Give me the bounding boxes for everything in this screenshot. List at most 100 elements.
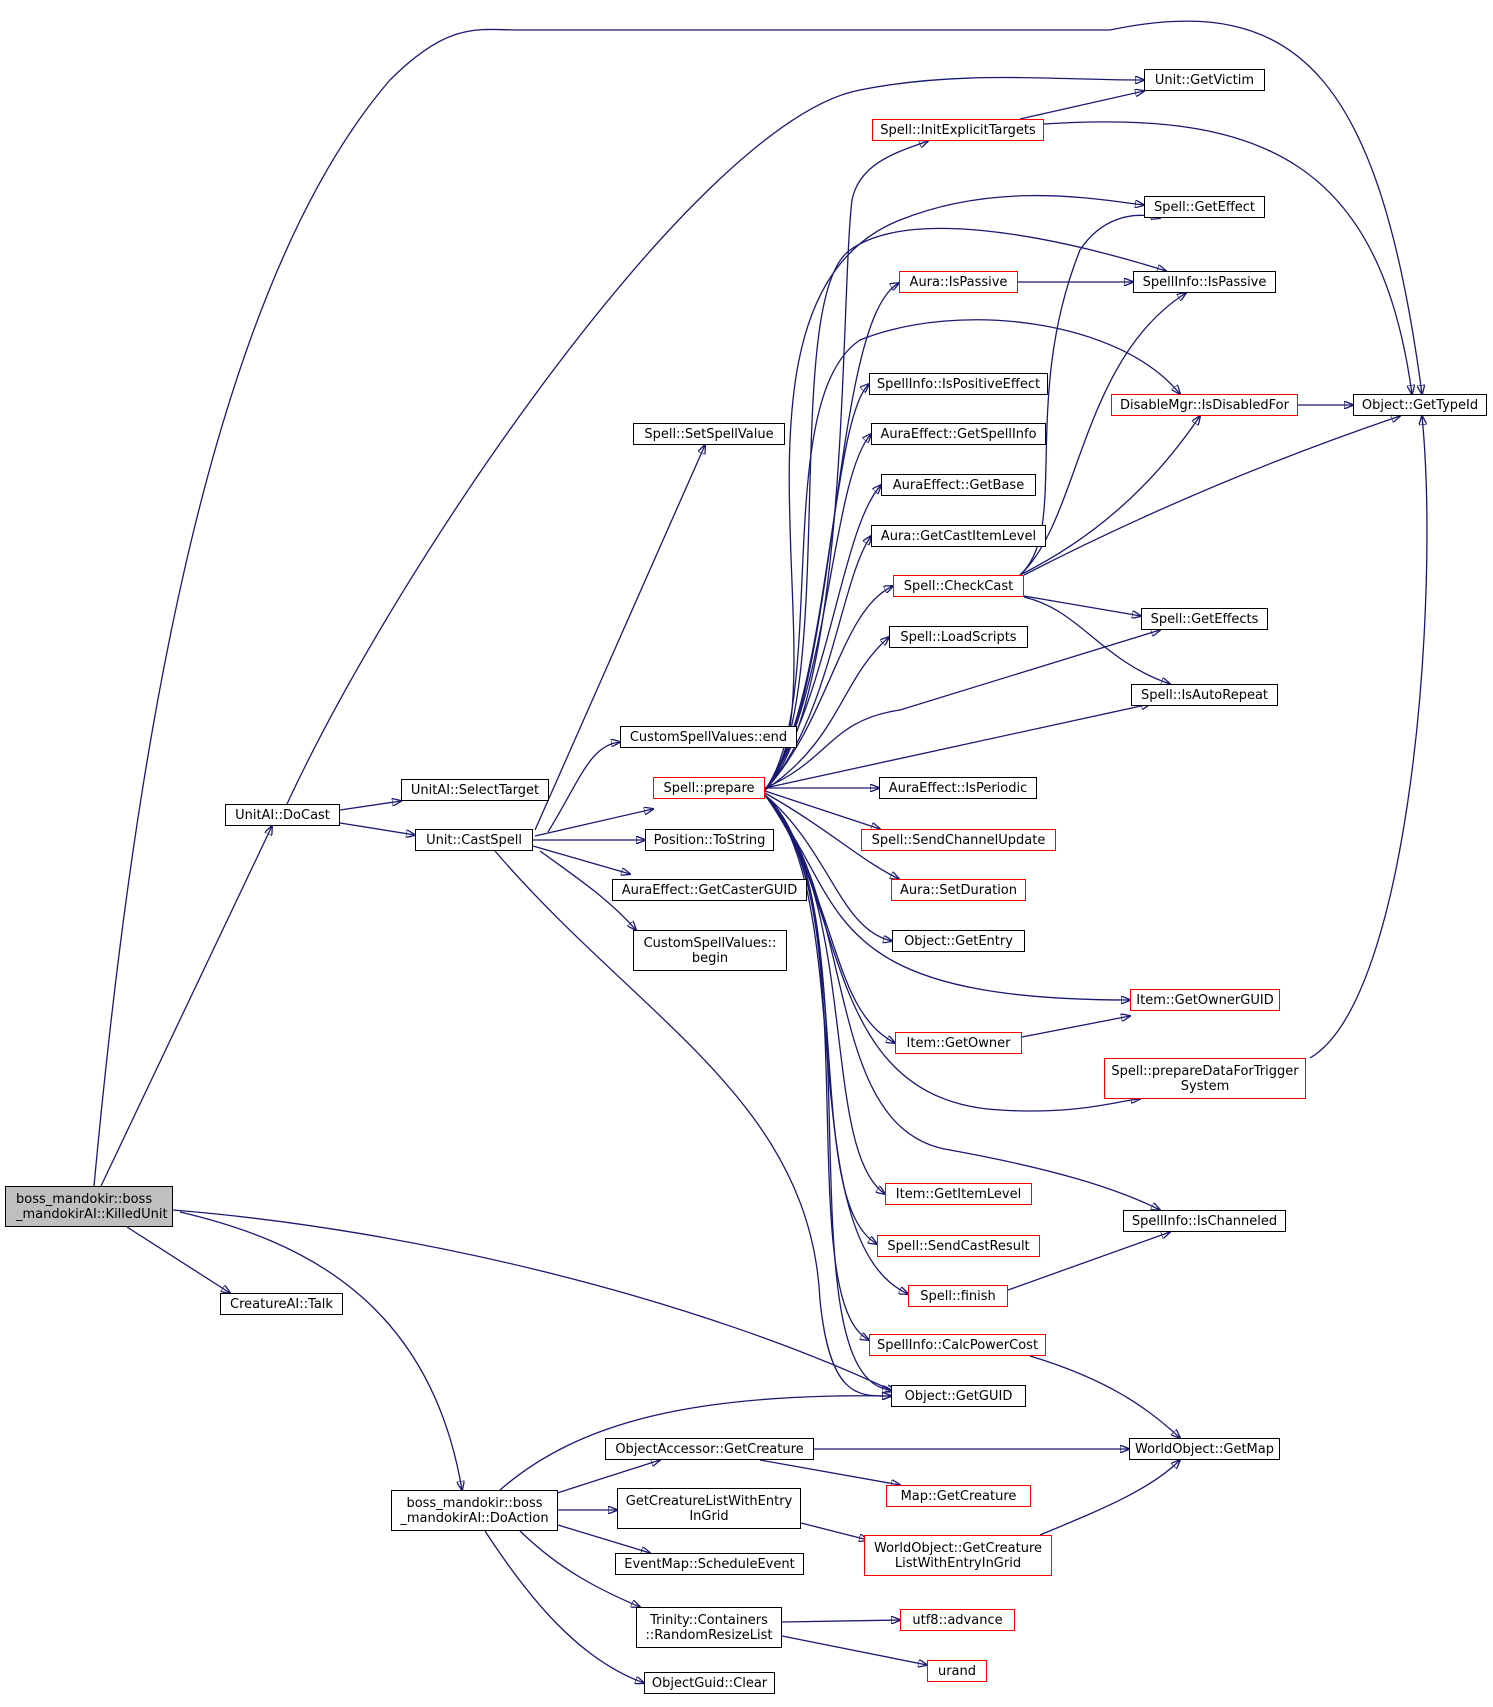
node-spell-setspellvalue[interactable]: Spell::SetSpellValue: [633, 423, 785, 445]
node-item-getowner[interactable]: Item::GetOwner: [895, 1032, 1022, 1054]
edge-initexplicittargets-to-getvictim: [1019, 91, 1144, 120]
edge-prepare-to-spellinfo-ispassive: [764, 227, 1166, 791]
edge-preparedatafortriggersystem-to-gettypeid: [1309, 416, 1428, 1059]
edge-prepare-to-ischanneled: [764, 794, 1160, 1210]
edge-castspell-to-end: [547, 742, 620, 833]
edge-killed-to-gettypeid: [93, 20, 1422, 1187]
edge-prepare-to-checkcast: [764, 586, 893, 791]
node-customspellvalues-end[interactable]: CustomSpellValues::end: [620, 726, 797, 748]
node-aura-setduration[interactable]: Aura::SetDuration: [891, 879, 1026, 901]
edge-prepare-to-loadscripts: [764, 637, 889, 791]
node-getcreaturelistwithentryingrid[interactable]: GetCreatureListWithEntry InGrid: [617, 1488, 801, 1529]
node-object-getguid[interactable]: Object::GetGUID: [891, 1385, 1026, 1407]
edge-prepare-to-getentry: [764, 794, 892, 941]
node-urand[interactable]: urand: [927, 1660, 987, 1682]
edge-checkcast-to-geteffects: [1023, 595, 1141, 616]
node-object-gettypeid[interactable]: Object::GetTypeId: [1353, 394, 1487, 416]
edge-killed-to-docast: [100, 826, 272, 1187]
node-customspellvalues-begin[interactable]: CustomSpellValues:: begin: [633, 930, 787, 971]
edge-prepare-to-geteffect: [764, 194, 1144, 791]
node-spellinfo-ischanneled[interactable]: SpellInfo::IsChanneled: [1123, 1210, 1286, 1232]
edge-docast-to-selecttarget: [339, 801, 401, 811]
edge-doaction-to-objectguid-clear: [484, 1530, 644, 1683]
edge-prepare-to-setduration: [764, 792, 899, 879]
node-killed-unit: boss_mandokir::boss _mandokirAI::KilledU…: [5, 1186, 173, 1227]
node-unitai-selecttarget[interactable]: UnitAI::SelectTarget: [401, 779, 549, 801]
edge-checkcast-to-spellinfo-ispassive: [1019, 293, 1186, 576]
node-spellinfo-calcpowercost[interactable]: SpellInfo::CalcPowerCost: [869, 1334, 1046, 1356]
node-auraeffect-getbase[interactable]: AuraEffect::GetBase: [881, 474, 1036, 496]
node-spell-sendchannelupdate[interactable]: Spell::SendChannelUpdate: [861, 829, 1056, 851]
node-worldobject-getmap[interactable]: WorldObject::GetMap: [1129, 1438, 1280, 1460]
edge-prepare-to-getbase: [764, 485, 881, 791]
edge-castspell-to-getguid: [494, 850, 891, 1396]
node-spell-geteffect[interactable]: Spell::GetEffect: [1144, 196, 1265, 218]
node-unit-getvictim[interactable]: Unit::GetVictim: [1144, 69, 1265, 91]
edge-castspell-to-prepare: [534, 809, 653, 837]
node-auraeffect-getspellinfo[interactable]: AuraEffect::GetSpellInfo: [871, 423, 1046, 445]
node-spell-initexplicittargets[interactable]: Spell::InitExplicitTargets: [872, 119, 1044, 141]
edge-prepare-to-isdisabledfor: [764, 319, 1180, 791]
node-spell-finish[interactable]: Spell::finish: [908, 1285, 1008, 1307]
edge-prepare-to-getcastitemlevel: [764, 536, 871, 791]
node-eventmap-scheduleevent[interactable]: EventMap::ScheduleEvent: [615, 1553, 804, 1575]
node-doaction[interactable]: boss_mandokir::boss _mandokirAI::DoActio…: [391, 1490, 558, 1531]
node-spell-sendcastresult[interactable]: Spell::SendCastResult: [877, 1235, 1040, 1257]
node-utf8-advance[interactable]: utf8::advance: [900, 1609, 1015, 1631]
edge-prepare-to-sendcastresult: [764, 794, 877, 1244]
node-aura-getcastitemlevel[interactable]: Aura::GetCastItemLevel: [871, 525, 1046, 547]
edge-prepare-to-isautorepeat: [764, 704, 1150, 789]
node-map-getcreature[interactable]: Map::GetCreature: [886, 1485, 1031, 1507]
edge-prepare-to-geteffects: [764, 630, 1160, 789]
edge-doaction-to-getguid: [499, 1396, 891, 1491]
edge-prepare-to-getitemlevel: [764, 794, 885, 1194]
edge-castspell-to-setspellvalue: [534, 445, 705, 831]
edge-docast-to-getvictim: [286, 78, 1144, 805]
edge-prepare-to-sendchannelupdate: [764, 790, 880, 829]
edge-checkcast-to-isdisabledfor: [1019, 416, 1200, 576]
node-spell-geteffects[interactable]: Spell::GetEffects: [1141, 608, 1268, 630]
node-spell-loadscripts[interactable]: Spell::LoadScripts: [889, 626, 1028, 648]
edge-docast-to-castspell: [339, 822, 415, 835]
node-item-getitemlevel[interactable]: Item::GetItemLevel: [885, 1183, 1032, 1205]
node-trinity-randomresizelist[interactable]: Trinity::Containers ::RandomResizeList: [636, 1607, 782, 1648]
node-worldobject-getcreaturelistwithentryingrid[interactable]: WorldObject::GetCreature ListWithEntryIn…: [864, 1535, 1052, 1576]
node-objectguid-clear[interactable]: ObjectGuid::Clear: [644, 1672, 775, 1694]
edge-prepare-to-getguid: [764, 794, 891, 1390]
edge-prepare-to-calcpowercost: [764, 794, 869, 1340]
edge-checkcast-to-gettypeid: [1023, 416, 1400, 576]
edge-randomresizelist-to-utf8-advance: [781, 1620, 900, 1622]
edge-randomresizelist-to-urand: [781, 1635, 927, 1665]
edge-killed-to-getguid: [172, 1209, 895, 1392]
edge-prepare-to-initexplicittargets: [764, 141, 928, 791]
edge-doaction-to-scheduleevent: [557, 1524, 650, 1553]
node-spell-isautorepeat[interactable]: Spell::IsAutoRepeat: [1131, 684, 1278, 706]
edge-objectaccessor-getcreature-to-map-getcreature: [759, 1459, 900, 1485]
edge-prepare-to-finish: [764, 794, 908, 1294]
node-unit-castspell[interactable]: Unit::CastSpell: [415, 829, 533, 851]
node-spellinfo-ispositiveeffect[interactable]: SpellInfo::IsPositiveEffect: [869, 373, 1048, 395]
edge-killed-to-talk: [126, 1226, 230, 1293]
node-aura-ispassive[interactable]: Aura::IsPassive: [899, 271, 1018, 293]
node-creatureai-talk[interactable]: CreatureAI::Talk: [220, 1293, 343, 1315]
node-spell-prepare[interactable]: Spell::prepare: [653, 777, 765, 799]
node-spellinfo-ispassive[interactable]: SpellInfo::IsPassive: [1133, 271, 1276, 293]
edge-getcreaturelist-to-worldobject-getcreaturelist: [800, 1522, 868, 1540]
node-item-getownerguid[interactable]: Item::GetOwnerGUID: [1130, 989, 1280, 1011]
edge-finish-to-ischanneled: [1007, 1232, 1170, 1291]
node-auraeffect-isperiodic[interactable]: AuraEffect::IsPeriodic: [879, 777, 1037, 799]
node-disablemgr-isdisabledfor[interactable]: DisableMgr::IsDisabledFor: [1111, 394, 1298, 416]
node-position-tostring[interactable]: Position::ToString: [645, 829, 774, 851]
node-auraeffect-getcasterguid[interactable]: AuraEffect::GetCasterGUID: [612, 879, 807, 901]
node-spell-preparedatafortriggersystem[interactable]: Spell::prepareDataForTrigger System: [1104, 1058, 1306, 1099]
edge-killed-to-doaction: [179, 1211, 462, 1490]
edge-castspell-to-getcasterguid: [532, 845, 630, 874]
edge-initexplicittargets-to-gettypeid: [1043, 121, 1412, 394]
node-objectaccessor-getcreature[interactable]: ObjectAccessor::GetCreature: [605, 1438, 814, 1460]
node-unitai-docast[interactable]: UnitAI::DoCast: [225, 804, 340, 826]
node-object-getentry[interactable]: Object::GetEntry: [892, 930, 1025, 952]
node-spell-checkcast[interactable]: Spell::CheckCast: [893, 575, 1024, 597]
edge-castspell-to-begin: [539, 850, 636, 930]
